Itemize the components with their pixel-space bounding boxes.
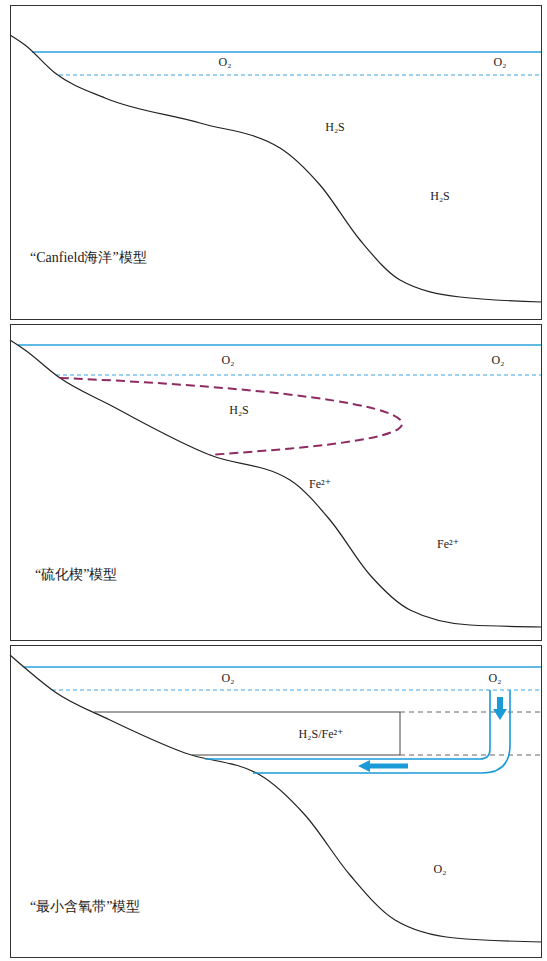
water-zone: H₂S [201,399,277,423]
model-panel: O₂ O₂ H₂S H₂S “Canfield海洋”模型 [10,5,542,320]
chemical-label: O₂ [434,863,447,876]
sea-surface [32,51,542,53]
model-name: “最小含氧带”模型 [30,899,140,914]
chemical-label: O₂ [222,354,235,367]
chemical-label: H₂S [430,190,450,203]
water-zone: H₂S/Fe²⁺ [251,713,391,756]
chemical-label: H₂S/Fe²⁺ [299,728,344,741]
model-name: “硫化楔”模型 [35,567,117,582]
chemical-label: O₂ [494,56,507,69]
oxygen-channel [205,690,490,759]
zone-border [192,755,400,756]
chemical-label: O₂ [492,354,505,367]
oxic-boundary [52,689,542,690]
chemical-label: Fe²⁺ [309,478,331,491]
seafloor-profile [10,340,542,627]
zone-border [94,712,400,713]
chemical-label: O₂ [219,56,232,69]
sulfide-wedge [60,378,402,455]
chemical-label: O₂ [222,672,235,685]
sea-surface [18,344,542,346]
model-name: “Canfield海洋”模型 [30,250,147,265]
zone-border-dashed [400,712,540,713]
sea-surface [24,666,542,668]
chemical-label: O₂ [489,672,502,685]
model-panel: O₂ O₂ O₂ “最小含氧带”模型 H₂S/Fe²⁺ [10,645,542,958]
zone-border-dashed [400,755,540,756]
chemical-label: H₂S [325,121,345,134]
seafloor-profile [10,35,542,302]
oxygen-channel [253,690,510,773]
flow-arrow [493,697,507,720]
chemical-label: H₂S [229,404,249,417]
oxic-boundary [59,74,542,75]
zone-border [400,712,401,755]
oxic-boundary [56,374,542,375]
seafloor-profile [10,655,542,942]
model-panel: O₂ O₂ Fe²⁺ Fe²⁺ “硫化楔”模型 H₂S [10,324,542,641]
chemical-label: Fe²⁺ [437,538,459,551]
flow-arrow [358,760,408,772]
